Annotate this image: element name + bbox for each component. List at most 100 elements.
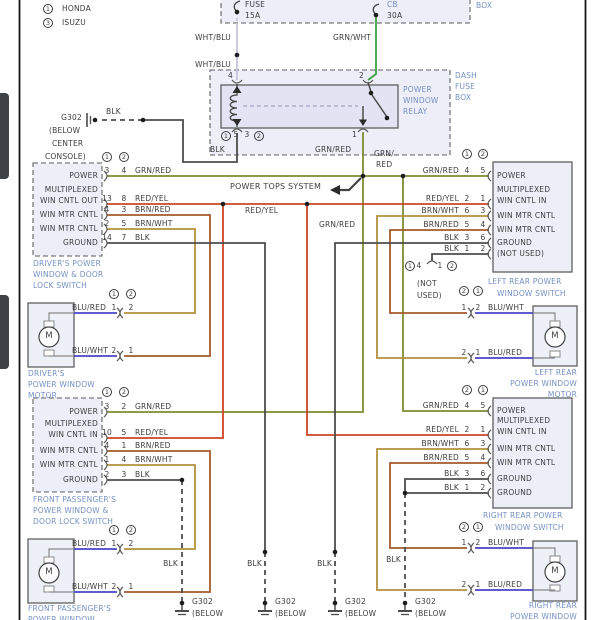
connector-arc [470, 352, 475, 364]
wire-redyel-rightrear [306, 204, 489, 436]
connector-arc [103, 406, 108, 418]
junction-dot [384, 115, 390, 121]
wire-grnred-rightrear [402, 176, 489, 412]
wire-lr-blk [334, 242, 489, 552]
connector-arc [487, 198, 492, 210]
connector-arc [426, 260, 438, 265]
motor-terminal [43, 349, 55, 357]
connector-arc [103, 474, 108, 486]
junction-dot [92, 117, 98, 123]
wire-rr-brnred [389, 462, 489, 549]
motor-internal [48, 548, 74, 557]
wire-lr-brnwht [376, 215, 489, 359]
motor-terminal [43, 320, 55, 328]
connector-arc [231, 79, 243, 84]
power-tops-arrow-line [339, 177, 362, 192]
junction-dot [332, 549, 338, 555]
wire-driver-brnred [107, 214, 211, 357]
wire-redyel-frontpass [107, 204, 224, 439]
connector-arc [103, 445, 108, 457]
relay-pin1-arrowhead [359, 119, 367, 126]
connector-arc [103, 237, 108, 249]
relay-contact-blade [371, 94, 388, 118]
connector-arc [487, 405, 492, 417]
motor-symbol-driver [38, 326, 60, 348]
connector-arc [103, 223, 108, 235]
connector-arc [487, 429, 492, 441]
junction-dot [402, 490, 408, 496]
motor-terminal [549, 350, 561, 358]
driver-switch-box [32, 162, 103, 257]
junction-dot [234, 9, 240, 15]
connector-arc [103, 198, 108, 210]
motor-terminal [549, 320, 561, 328]
wire-grnwht [367, 15, 377, 81]
junction-dot [368, 90, 374, 96]
connector-arc [119, 307, 124, 319]
motor-symbol-left-rear [544, 326, 566, 348]
motor-terminal [549, 584, 561, 592]
connector-arc [487, 443, 492, 455]
junction-dot [220, 201, 226, 207]
wire-lr-notused-stub [431, 253, 489, 261]
connector-arc [470, 542, 475, 554]
connector-arc [487, 473, 492, 485]
relay-contact-stub [367, 81, 372, 93]
connector-arc [231, 128, 243, 133]
connector-arc [470, 307, 475, 319]
wire-driver-brnwht [107, 228, 196, 314]
connector-arc [487, 210, 492, 222]
underdash-fuse-box [220, 0, 471, 24]
front-passenger-switch-box [32, 397, 103, 493]
power-tops-arrowhead [330, 185, 340, 195]
junction-dot [373, 12, 379, 18]
motor-terminal [43, 585, 55, 593]
connector-arc [103, 432, 108, 444]
junction-dot [304, 201, 310, 207]
relay-coil-arrow-up [232, 86, 242, 93]
relay-coil-arrow-down [232, 119, 242, 126]
connector-arc [362, 79, 374, 84]
connector-arc [487, 457, 492, 469]
wire-fp-brnred [107, 450, 211, 593]
wire-rr-blk3 [404, 478, 489, 493]
side-tab-handle-top[interactable] [0, 93, 9, 179]
junction-dot [179, 600, 185, 606]
right-rear-switch-box [492, 397, 573, 509]
wire-lr-brnred [389, 229, 489, 314]
connector-arc [487, 224, 492, 236]
wire-driver-blk [107, 242, 266, 552]
junction-dot [262, 549, 268, 555]
connector-arc [119, 350, 124, 362]
wire-grnred-relay-feed [107, 132, 364, 413]
motor-internal [48, 312, 74, 321]
connector-arc [470, 584, 475, 596]
junction-dot [262, 600, 268, 606]
connector-arc [103, 459, 108, 471]
connector-arc [487, 248, 492, 260]
junction-dot [332, 600, 338, 606]
motor-terminal [549, 555, 561, 563]
left-rear-switch-box [492, 161, 573, 273]
wire-blk-relay-ground [143, 119, 238, 163]
motor-internal [533, 312, 556, 321]
connector-arc [103, 170, 108, 182]
motor-symbol-right-rear [544, 561, 566, 583]
junction-dot [400, 173, 406, 179]
wire-rr-brnwht [376, 448, 489, 591]
junction-dot [402, 600, 408, 606]
connector-arc [487, 237, 492, 249]
motor-terminal [43, 556, 55, 564]
connector-arc [357, 128, 369, 133]
side-tab-handle-bottom[interactable] [0, 295, 9, 369]
relay-coil-symbol [229, 84, 238, 127]
wire-fp-brnwht [107, 464, 196, 550]
connector-arc [103, 209, 108, 221]
connector-arc [119, 586, 124, 598]
connector-arc [487, 170, 492, 182]
junction-dot [234, 52, 240, 58]
connector-arc [487, 487, 492, 499]
connector-arc [119, 543, 124, 555]
